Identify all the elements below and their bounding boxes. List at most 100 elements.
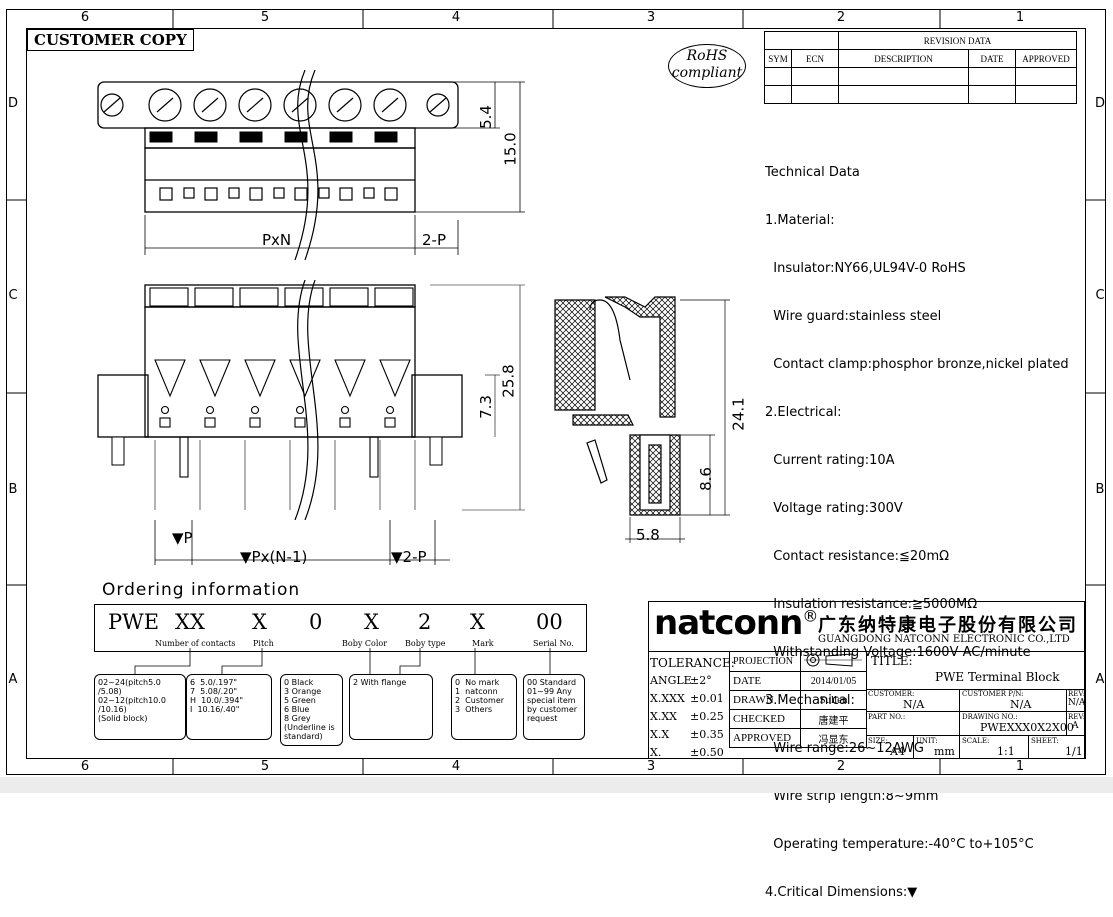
rohs-line1: RoHS	[686, 48, 728, 64]
zone-left-a: A	[8, 672, 18, 687]
tech-line: Insulation resistance:≧5000MΩ	[765, 597, 978, 612]
size-label: SIZE:	[868, 737, 888, 745]
bottom-strip	[0, 777, 1113, 793]
terminal-screw	[373, 88, 407, 122]
rev-header-desc: DESCRIPTION	[838, 49, 969, 68]
ordering-box-color: 0 Black 3 Orange 5 Green 6 Blue 8 Grey (…	[280, 674, 343, 746]
drawing-border-inner	[26, 28, 1086, 759]
tech-line: Insulator:NY66,UL94V-0 RoHS	[765, 261, 966, 276]
sheet-value: 1/1	[1065, 745, 1083, 758]
ordering-box-mark: 0 No mark 1 natconn 2 Customer 3 Others	[451, 674, 517, 740]
ordering-code-contacts: XX	[175, 610, 205, 634]
tol-row: X.X±0.35	[650, 726, 728, 744]
zone-top-5: 5	[260, 10, 270, 25]
rev-header-date: DATE	[968, 49, 1016, 68]
dim-25-8: 25.8	[499, 364, 518, 398]
dim-5-8: 5.8	[636, 526, 660, 544]
ordering-code-serial: 00	[536, 610, 563, 634]
tol-val: ±0.01	[690, 692, 724, 705]
tech-line: 1.Material:	[765, 213, 835, 228]
title-divider	[866, 735, 1085, 736]
caption-serial: Serial No.	[533, 639, 574, 648]
dim-8-6: 8.6	[696, 467, 715, 491]
tol-row: X.±0.50	[650, 744, 728, 762]
ordering-code-mark: X	[470, 610, 485, 634]
projection-icon	[804, 653, 862, 667]
revision-table: REVISION DATA SYM ECN DESCRIPTION DATE A…	[764, 31, 1077, 104]
tech-line: Contact clamp:phosphor bronze,nickel pla…	[765, 357, 1069, 372]
tech-line: 2.Electrical:	[765, 405, 842, 420]
drawingno-label: DRAWING NO.:	[962, 713, 1018, 721]
tol-val: ±0.35	[690, 728, 724, 741]
zone-right-b: B	[1095, 482, 1105, 497]
dim-7-3: 7.3	[476, 395, 495, 419]
zone-bottom-5: 5	[260, 759, 270, 774]
zone-top-3: 3	[646, 10, 656, 25]
rev-cell-2: REV: A	[1068, 713, 1085, 731]
zone-left-d: D	[7, 96, 18, 111]
drawingno-value: PWEXXX0X2X00	[980, 721, 1074, 734]
date-label: DATE	[729, 671, 801, 691]
terminal-screw	[328, 88, 362, 122]
screw-slot	[103, 97, 121, 113]
customer-value: N/A	[903, 698, 925, 711]
title-vdivider	[913, 735, 914, 759]
side-section-drawing	[554, 296, 730, 543]
tech-line: Current rating:10A	[765, 453, 895, 468]
dim-5-4: 5.4	[476, 105, 495, 129]
rev-cell-1: REV: N/A	[1068, 690, 1085, 708]
tech-line: Technical Data	[765, 165, 860, 180]
tol-val: ±0.25	[690, 710, 724, 723]
title-value: PWE Terminal Block	[935, 670, 1060, 684]
company-en-name: GUANGDONG NATCONN ELECTRONIC CO.,LTD	[818, 634, 1070, 645]
rev-row	[764, 85, 1077, 104]
rohs-line2: compliant	[671, 65, 743, 81]
caption-color: Boby Color	[342, 639, 388, 648]
caption-type: Boby type	[405, 639, 446, 648]
partno-cell: PART NO.:	[868, 713, 905, 721]
caption-contacts: Number of contacts	[155, 639, 236, 648]
terminal-screw	[100, 93, 124, 117]
terminal-screw	[238, 88, 272, 122]
ordering-leader-lines	[134, 648, 551, 674]
sheet-label: SHEET:	[1031, 737, 1059, 745]
screw-slot	[246, 97, 264, 113]
ordering-box-type: 2 With flange	[349, 674, 433, 740]
dim-p: ▼P	[172, 529, 193, 547]
tol-key: X.XXX	[650, 692, 685, 705]
screw-slot	[429, 97, 447, 113]
tech-line: Operating temperature:-40°C to+105°C	[765, 837, 1034, 852]
dim-15-0: 15.0	[501, 132, 520, 166]
dim-2p-top: 2-P	[422, 231, 447, 249]
company-brand-name: natconn	[654, 603, 803, 643]
partno-label: PART NO.:	[868, 713, 906, 721]
zone-ticks	[6, 9, 1106, 775]
rev-header-sym: SYM	[764, 49, 792, 68]
scale-value: 1:1	[997, 745, 1015, 758]
technical-data: Technical Data 1.Material: Insulator:NY6…	[765, 133, 1069, 917]
projection-symbol	[800, 651, 867, 672]
zone-top-6: 6	[80, 10, 90, 25]
zone-bottom-1: 1	[1015, 759, 1025, 774]
zone-top-4: 4	[451, 10, 461, 25]
screw-slot	[156, 97, 174, 113]
zone-right-c: C	[1095, 288, 1105, 303]
ordering-code-pwe: PWE	[108, 610, 160, 634]
screw-slot	[336, 97, 354, 113]
tech-line: Wire guard:stainless steel	[765, 309, 942, 324]
unit-value: mm	[934, 745, 955, 758]
terminal-screw	[426, 93, 450, 117]
scale-label: SCALE:	[962, 737, 990, 745]
zone-bottom-6: 6	[80, 759, 90, 774]
tol-row: ANGLE±2°	[650, 672, 728, 690]
ordering-code-pitch: X	[252, 610, 267, 634]
ordering-title: Ordering information	[102, 580, 301, 600]
ordering-code-zero: 0	[309, 610, 323, 634]
screw-slot	[291, 97, 309, 113]
ordering-box-pitch: 6 5.0/.197" 7 5.08/.20" H 10.0/.394" I 1…	[186, 674, 272, 740]
ordering-box-serial: 00 Standard 01~99 Any special item by cu…	[523, 674, 585, 740]
rohs-badge: RoHS compliant	[668, 44, 746, 88]
sheet-cell: SHEET: 1/1	[1031, 737, 1083, 758]
ordering-code-box	[94, 604, 587, 652]
size-value: A4	[890, 745, 905, 758]
